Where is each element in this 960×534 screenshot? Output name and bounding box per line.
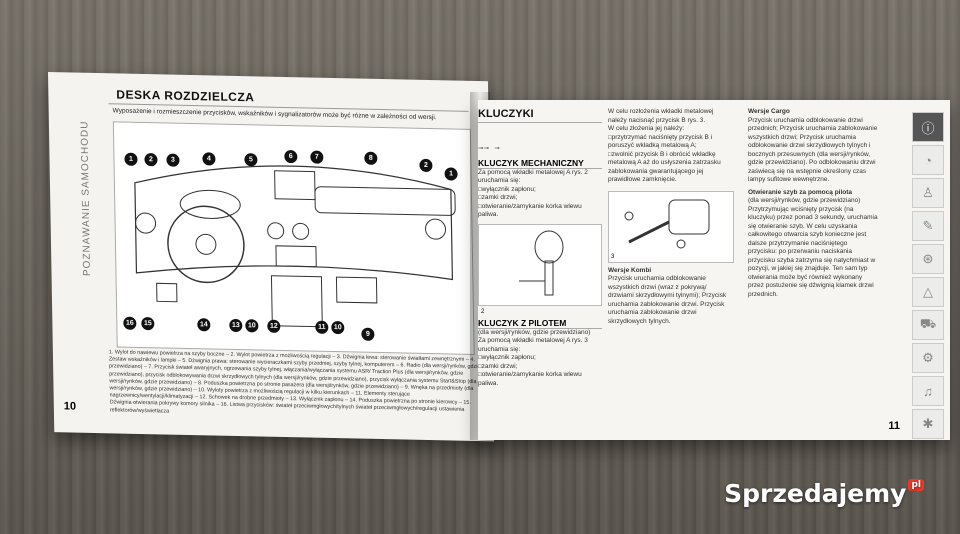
figure-2-number: 2 [481, 308, 485, 315]
callout-11: 11 [315, 320, 329, 334]
callout-2-left: 2 [144, 153, 158, 167]
figure-2-mechanical-key: 2 [478, 223, 602, 315]
keys-title: KLUCZYKI [478, 108, 602, 123]
callout-5: 5 [244, 153, 258, 167]
remote-item-2: zamki drzwi; [478, 363, 602, 372]
callout-9: 9 [361, 327, 375, 341]
callout-2-right: 2 [419, 158, 433, 173]
seat-safety-icon: ♙ [912, 178, 944, 208]
callout-13: 13 [229, 318, 243, 333]
key-icons: ⊸⊸ ⊸ [478, 145, 500, 152]
callout-12: 12 [267, 319, 281, 333]
service-car-icon: ⛟ [912, 310, 944, 340]
callout-10-left: 10 [245, 319, 259, 333]
wrench-icon: ✎ [912, 211, 944, 241]
callout-6: 6 [284, 149, 298, 164]
watermark-suffix: pl [908, 479, 924, 491]
index-icon: ✱ [912, 409, 944, 439]
remote-key-sub: (dla wersji/rynków, gdzie przewidziano) [478, 328, 591, 336]
callout-4: 4 [202, 152, 216, 166]
kombi-text: Przycisk uruchamia odblokowanie wszystki… [608, 275, 727, 325]
callout-7: 7 [310, 150, 324, 164]
kombi-heading: Wersje Kombi [608, 266, 652, 274]
dashboard-figure: 1 2 3 4 5 6 7 8 2 1 16 15 14 13 10 12 11… [112, 121, 475, 355]
cargo-text: Przycisk uruchamia odblokowanie drzwi pr… [748, 116, 878, 184]
dashboard-caption: 1. Wylot do nawiewu powietrza na szyby b… [108, 349, 481, 415]
specs-icon: ⚙ [912, 343, 944, 373]
fold-step-1: przytrzymać naciśnięty przycisk B i poru… [608, 134, 734, 151]
chapter-icon-strip: ⓘ ◔ ♙ ✎ ⊛ △ ⛟ ⚙ ♫ ✱ [912, 112, 944, 440]
multimedia-icon: ♫ [912, 376, 944, 406]
watermark-text: Sprzedajemy [724, 479, 907, 508]
callout-1-right: 1 [444, 167, 458, 181]
mechanical-key-text: Za pomocą wkładki metalowej A rys. 2 uru… [478, 168, 588, 185]
column-versions: Wersje Cargo Przycisk uruchamia odblokow… [748, 108, 878, 299]
callout-16: 16 [123, 316, 137, 330]
mechanical-key-heading: KLUCZYK MECHANICZNY [478, 158, 602, 169]
remote-key-text: Za pomocą wkładki metalowej A rys. 3 uru… [478, 337, 588, 353]
windows-sub: (dla wersji/rynków, gdzie przewidziano) [748, 197, 861, 204]
callout-1-left: 1 [124, 152, 138, 166]
fold-step-2: zwolnić przycisk B i obrócić wkładkę met… [608, 151, 734, 185]
section-tab-label: POZNAWANIE SAMOCHODU [79, 120, 94, 277]
mechanical-item-2: zamki drzwi; [478, 194, 602, 203]
callout-14: 14 [197, 318, 211, 332]
callout-15: 15 [141, 316, 155, 331]
mechanical-item-3: otwieranie/zamykanie korka wlewu paliwa. [478, 203, 602, 220]
mechanical-key-illustration [519, 230, 564, 295]
figure-3-remote-key: 3 [608, 190, 734, 263]
mechanical-item-1: wyłącznik zapłonu; [478, 186, 602, 195]
column-keys: KLUCZYKI ⊸⊸ ⊸ KLUCZYK MECHANICZNY Za pom… [478, 108, 602, 388]
page-title-dashboard: DESKA ROZDZIELCZA [116, 87, 255, 105]
warning-triangle-icon: △ [912, 277, 944, 307]
fold-text: W celu złożenia jej należy: [608, 125, 685, 132]
callout-10-right: 10 [331, 320, 345, 335]
callout-8: 8 [364, 151, 378, 165]
car-info-icon: ⓘ [912, 112, 944, 142]
steering-wheel-icon: ⊛ [912, 244, 944, 274]
windows-heading: Otwieranie szyb za pomocą pilota [748, 188, 853, 196]
remote-key-illustration [624, 199, 710, 248]
remote-key-heading: KLUCZYK Z PILOTEM [478, 318, 602, 329]
cargo-heading: Wersje Cargo [748, 108, 790, 115]
column-key-instructions: W celu rozłożenia wkładki metalowej nale… [608, 108, 734, 326]
remote-item-3: otwieranie/zamykanie korka wlewu paliwa. [478, 371, 602, 388]
section-side-tab: POZNAWANIE SAMOCHODU [74, 93, 94, 323]
remote-item-1: wyłącznik zapłonu; [478, 354, 602, 363]
dashboard-illustration [134, 165, 456, 328]
dashboard-gauge-icon: ◔ [912, 145, 944, 175]
callout-3: 3 [166, 153, 180, 167]
unfold-text: W celu rozłożenia wkładki metalowej nale… [608, 108, 714, 124]
left-page: POZNAWANIE SAMOCHODU DESKA ROZDZIELCZA W… [48, 72, 495, 442]
page-number-left: 10 [63, 400, 77, 413]
right-page: KLUCZYKI ⊸⊸ ⊸ KLUCZYK MECHANICZNY Za pom… [478, 100, 950, 440]
windows-text: Przytrzymując wciśnięty przycisk (na klu… [748, 205, 878, 298]
page-number-right: 11 [888, 420, 900, 432]
figure-3-number: 3 [611, 253, 615, 260]
